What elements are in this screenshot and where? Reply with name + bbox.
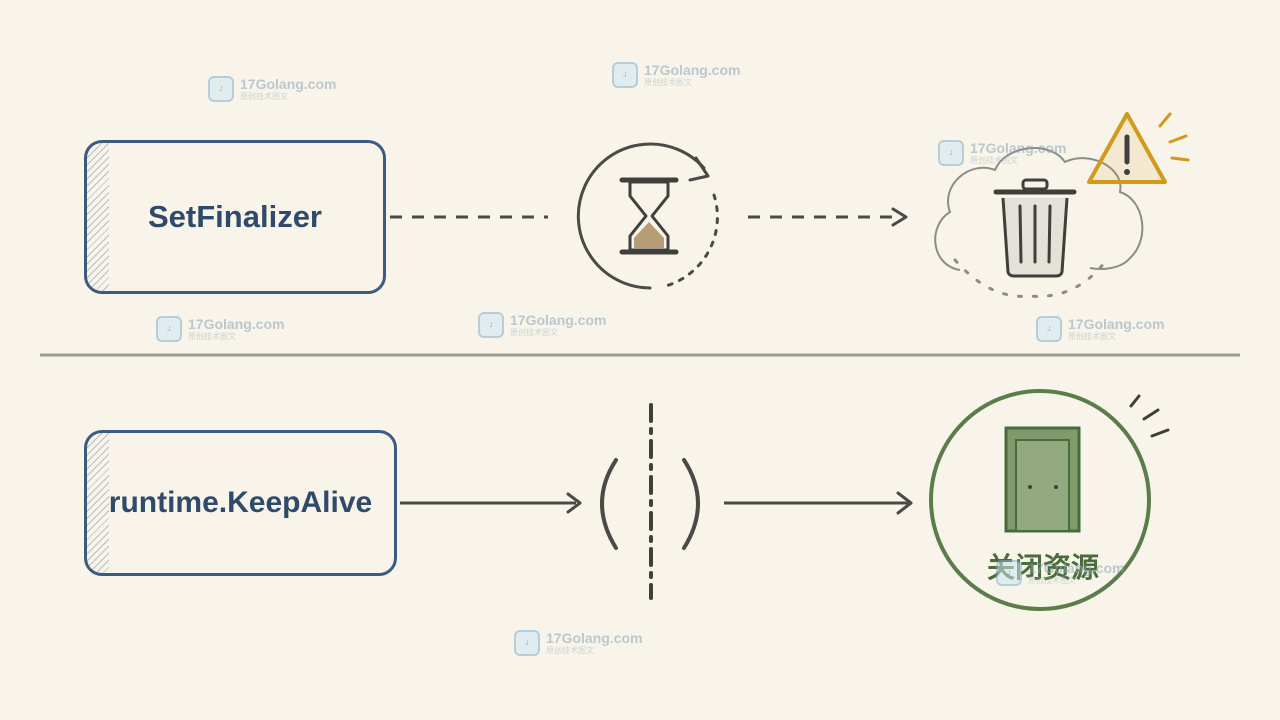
watermark-subtext: 原创技术图文 (546, 646, 594, 655)
watermark-text: 17Golang.com (240, 76, 337, 92)
watermark-subtext: 原创技术图文 (644, 78, 692, 87)
watermark-logo-icon: ᴊ (156, 316, 182, 342)
warning-triangle-icon (1087, 112, 1190, 184)
close-resource-group (929, 389, 1170, 611)
watermark-logo-icon: ᴊ (478, 312, 504, 338)
watermark-subtext: 原创技术图文 (240, 92, 288, 101)
keepalive-box: runtime.KeepAlive (84, 430, 397, 576)
setfinalizer-label: SetFinalizer (148, 199, 322, 234)
watermark-text: 17Golang.com (644, 62, 741, 78)
watermark-text: 17Golang.com (188, 316, 285, 332)
watermark-text: 17Golang.com (1028, 560, 1125, 576)
trash-can-icon (993, 178, 1077, 278)
watermark-subtext: 原创技术图文 (510, 328, 558, 337)
hourglass-icon (576, 142, 719, 290)
setfinalizer-box: SetFinalizer (84, 140, 386, 294)
barrier-parentheses-icon (600, 403, 700, 600)
watermark-subtext: 原创技术图文 (1028, 576, 1076, 585)
watermark-logo-icon: ᴊ (996, 560, 1022, 586)
watermark-logo-icon: ᴊ (938, 140, 964, 166)
watermark-logo-icon: ᴊ (1036, 316, 1062, 342)
door-icon (1004, 426, 1081, 533)
dashed-arrow-head (891, 207, 908, 227)
watermark-logo-icon: ᴊ (514, 630, 540, 656)
watermark-logo-icon: ᴊ (612, 62, 638, 88)
solid-arrow-head-left (566, 492, 582, 514)
solid-arrow-head-right (896, 491, 913, 515)
watermark-logo-icon: ᴊ (208, 76, 234, 102)
watermark-subtext: 原创技术图文 (970, 156, 1018, 165)
watermark-text: 17Golang.com (970, 140, 1067, 156)
watermark-subtext: 原创技术图文 (1068, 332, 1116, 341)
watermark-subtext: 原创技术图文 (188, 332, 236, 341)
watermark-text: 17Golang.com (510, 312, 607, 328)
keepalive-label: runtime.KeepAlive (108, 486, 373, 519)
watermark-text: 17Golang.com (1068, 316, 1165, 332)
watermark-text: 17Golang.com (546, 630, 643, 646)
cloud-trash-group (934, 147, 1144, 298)
